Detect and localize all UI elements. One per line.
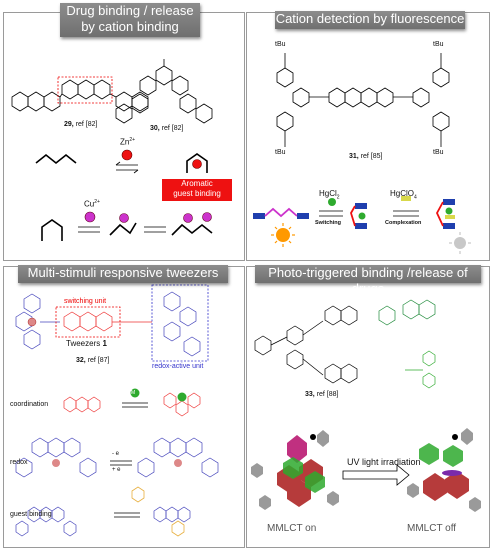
cu-label: Cu2+ bbox=[84, 199, 100, 209]
tbu-top-left: tBu bbox=[275, 41, 286, 48]
compound-31-structure bbox=[276, 53, 450, 147]
panel-tweezers: Multi-stimuli responsive tweezers switch… bbox=[3, 265, 245, 548]
compound-30-structure bbox=[115, 59, 213, 124]
tbu-top-right: tBu bbox=[433, 41, 444, 48]
title-line-2: by cation binding bbox=[81, 19, 179, 34]
fluorescence-cartoon bbox=[253, 196, 471, 254]
tweezers-scheme bbox=[15, 284, 219, 537]
compound-31-label: 31, ref [85] bbox=[349, 153, 383, 160]
compound-29-label: 29, ref [82] bbox=[64, 121, 98, 128]
title-line-1: Drug binding / release bbox=[66, 3, 194, 18]
compound-32-label: 32, ref [87] bbox=[76, 357, 110, 364]
drug-binding-scheme bbox=[11, 59, 213, 241]
photo-triggered-scheme bbox=[251, 299, 481, 512]
copper-ion bbox=[84, 211, 96, 223]
metal-ion-icon bbox=[130, 388, 140, 398]
cation-detection-scheme bbox=[253, 53, 471, 254]
minus-electron-label: - e bbox=[112, 451, 120, 457]
switching-unit-label: switching unit bbox=[64, 298, 107, 305]
aromatic-guest-binding-box: Aromatic guest binding bbox=[162, 179, 232, 201]
chain-folded-shape bbox=[186, 153, 208, 173]
coordination-label: coordination bbox=[10, 401, 49, 408]
redox-label: redox bbox=[10, 459, 28, 466]
mercury-ion bbox=[328, 198, 336, 206]
guest-binding-label: guest binding bbox=[10, 511, 52, 518]
panel-2-title: Cation detection by fluorescence bbox=[275, 11, 465, 29]
compound-32-structure bbox=[15, 293, 60, 350]
compound-30-label: 30, ref [82] bbox=[150, 125, 184, 132]
hgclo4-label: HgClO4 bbox=[390, 189, 417, 201]
zn-label: Zn2+ bbox=[120, 137, 136, 147]
switching-label: Switching bbox=[315, 220, 341, 226]
panel-3-title: Multi-stimuli responsive tweezers bbox=[18, 265, 228, 283]
tweezers-label: Tweezers 1 bbox=[66, 339, 107, 348]
drug-molecule bbox=[378, 299, 436, 326]
compound-33-structure bbox=[254, 305, 358, 384]
zinc-ion bbox=[121, 149, 133, 161]
panel-4-title: Photo-triggered binding /release of drug… bbox=[255, 265, 481, 296]
binding-cartoon bbox=[251, 428, 481, 512]
mmlct-off-label: MMLCT off bbox=[407, 523, 457, 534]
panel-1-title: Drug binding / release by cation binding bbox=[60, 3, 200, 37]
tbu-bottom-left: tBu bbox=[275, 149, 286, 156]
panel-photo-triggered: Photo-triggered binding /release of drug… bbox=[246, 265, 490, 548]
compound-33-label: 33, ref [88] bbox=[305, 391, 339, 398]
plus-electron-label: + e bbox=[112, 467, 121, 473]
panel-cation-detection: Cation detection by fluorescence tBu tBu… bbox=[246, 11, 490, 261]
hgcl2-label: HgCl2 bbox=[319, 189, 340, 201]
tbu-bottom-right: tBu bbox=[433, 149, 444, 156]
chain-open-shape bbox=[35, 153, 77, 165]
quenched-sun-icon bbox=[454, 237, 466, 249]
irradiation-arrow bbox=[342, 464, 410, 486]
uv-irradiation-label: UV light irradiation bbox=[347, 457, 421, 467]
mmlct-on-label: MMLCT on bbox=[267, 523, 317, 534]
redox-unit-label: redox-active unit bbox=[152, 363, 204, 370]
guest-molecule bbox=[131, 486, 185, 537]
emission-sun-icon bbox=[276, 228, 290, 242]
complexation-label: Complexation bbox=[385, 220, 422, 226]
perchlorate-guest bbox=[401, 196, 411, 201]
panel-drug-binding: Drug binding / release by cation binding… bbox=[3, 3, 245, 261]
metal-symbol: M bbox=[131, 390, 136, 396]
